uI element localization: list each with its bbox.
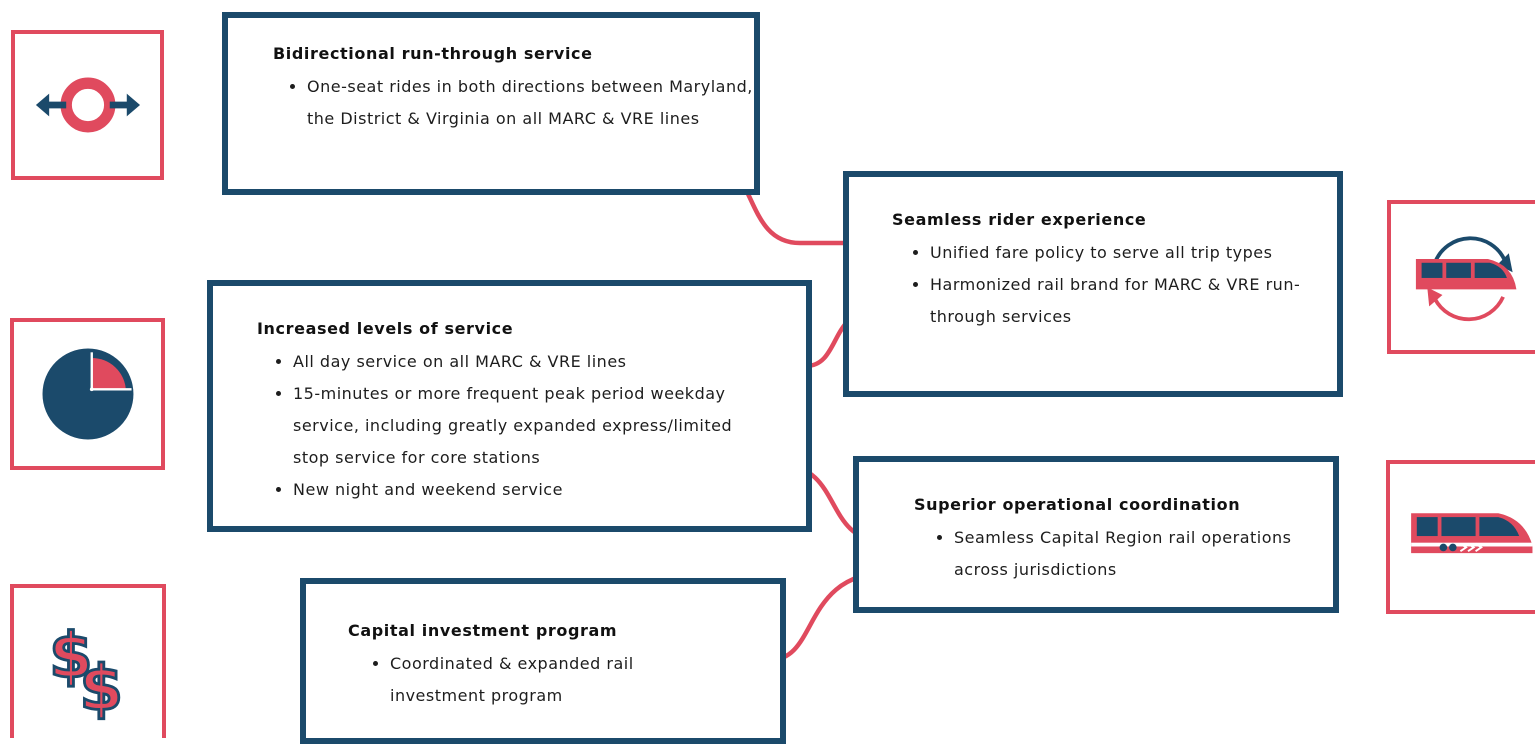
train-cycle-icon (1415, 236, 1517, 322)
clock-icon (42, 348, 134, 440)
bullet-item: Unified fare policy to serve all trip ty… (930, 237, 1295, 269)
train-speed-icon (1411, 513, 1533, 554)
box-title: Capital investment program (348, 621, 618, 640)
dollar-icon-tile: $ $ (10, 584, 166, 738)
bullet-item: One-seat rides in both directions betwee… (307, 71, 757, 135)
box-title: Increased levels of service (257, 319, 514, 338)
bullet-list: One-seat rides in both directions betwee… (273, 71, 754, 135)
train-speed-icon-tile (1386, 460, 1535, 614)
box-title: Seamless rider experience (892, 210, 1147, 229)
bullet-item: Harmonized rail brand for MARC & VRE run… (930, 269, 1340, 333)
train-cycle-icon-tile (1387, 200, 1535, 354)
dollar-icon: $ $ (48, 618, 125, 726)
bullet-item: Coordinated & expanded rail investment p… (390, 648, 730, 712)
bullet-list: All day service on all MARC & VRE lines … (257, 346, 806, 506)
bullet-item: Seamless Capital Region rail operations … (954, 522, 1304, 586)
svg-text:$: $ (79, 651, 123, 724)
bullet-list: Coordinated & expanded rail investment p… (348, 648, 780, 712)
box-title: Bidirectional run-through service (273, 44, 593, 63)
bullet-item: All day service on all MARC & VRE lines (293, 346, 773, 378)
box-title: Superior operational coordination (914, 495, 1241, 514)
box-increased-levels-of-service: Increased levels of service All day serv… (207, 280, 812, 532)
bullet-item: 15-minutes or more frequent peak period … (293, 378, 773, 474)
bidirectional-arrows-icon (35, 77, 141, 133)
box-bidirectional-service: Bidirectional run-through service One-se… (222, 12, 760, 195)
svg-text:$: $ (49, 619, 93, 692)
box-capital-investment-program: Capital investment program Coordinated &… (300, 578, 786, 744)
bullet-item: New night and weekend service (293, 474, 773, 506)
box-seamless-rider-experience: Seamless rider experience Unified fare p… (843, 171, 1343, 397)
clock-icon-tile (10, 318, 165, 470)
bullet-list: Seamless Capital Region rail operations … (914, 522, 1333, 586)
box-superior-operational-coordination: Superior operational coordination Seamle… (853, 456, 1339, 613)
bidirectional-icon-tile (11, 30, 164, 180)
bullet-list: Unified fare policy to serve all trip ty… (892, 237, 1337, 333)
